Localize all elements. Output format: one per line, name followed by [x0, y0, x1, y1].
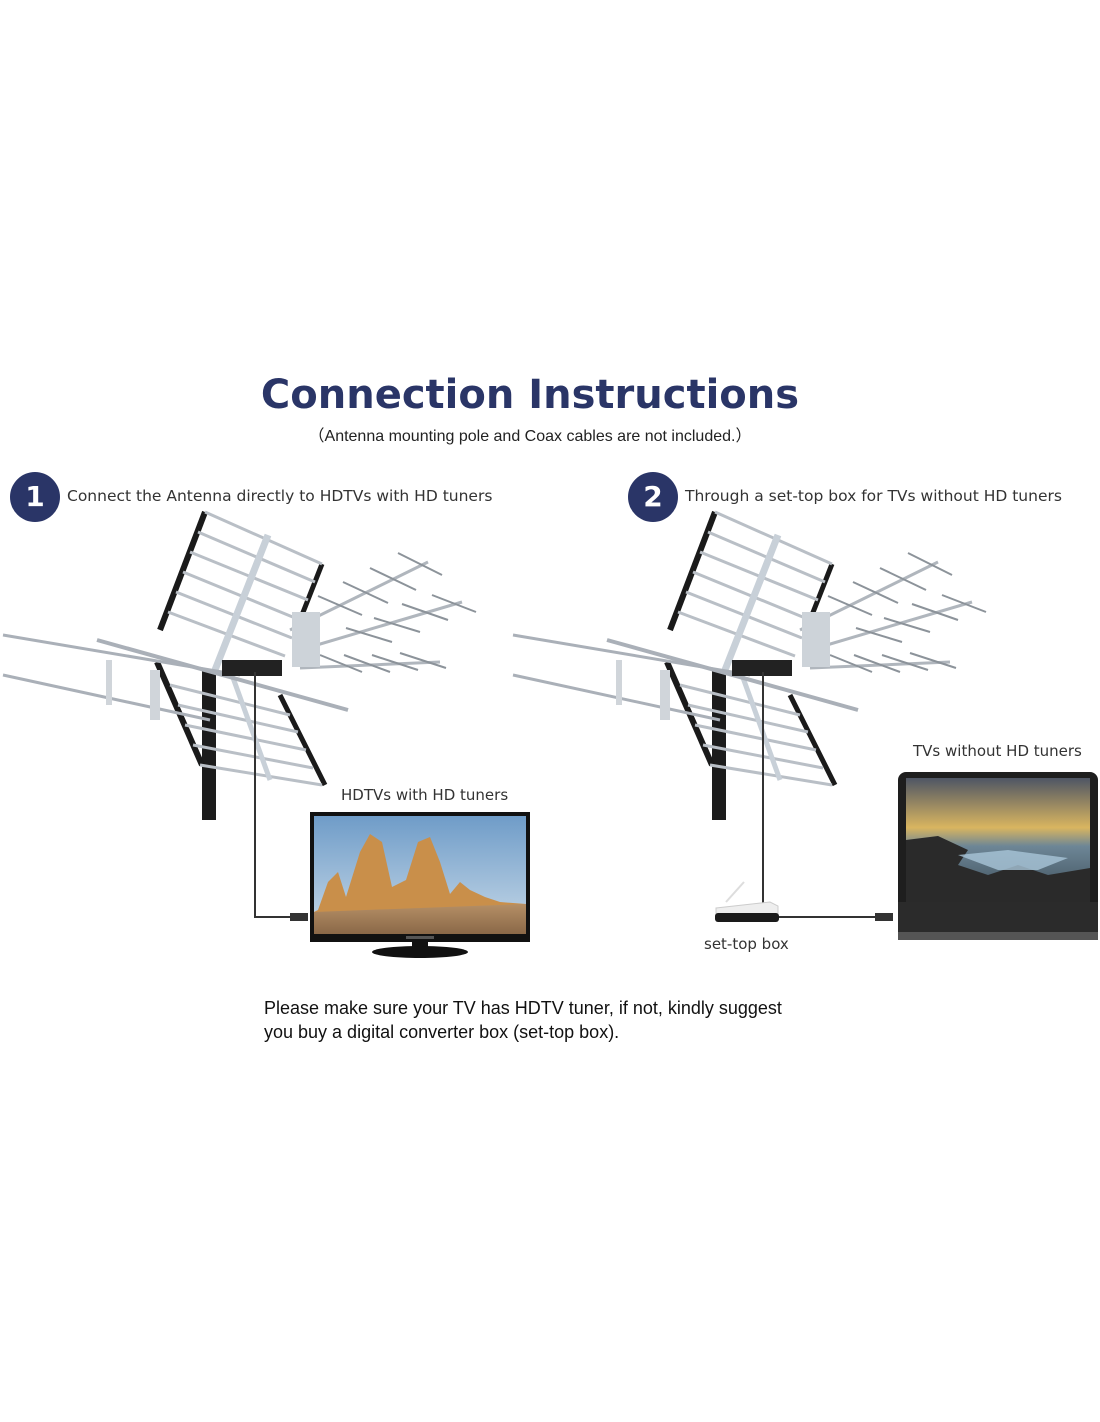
set-top-box-illustration	[715, 881, 779, 922]
tv-icon	[898, 772, 1098, 940]
antenna-icon	[2, 510, 477, 830]
non-hdtv-label: TVs without HD tuners	[913, 742, 1082, 760]
step-2-text: Through a set-top box for TVs without HD…	[685, 487, 1062, 505]
antenna-illustration-1	[2, 510, 477, 830]
crt-tv-illustration	[898, 772, 1098, 940]
page-title: Connection Instructions	[260, 372, 800, 418]
set-top-box-label: set-top box	[704, 935, 789, 953]
tuner-note-line-1: Please make sure your TV has HDTV tuner,…	[264, 998, 782, 1018]
tuner-note-line-2: you buy a digital converter box (set-top…	[264, 1022, 620, 1042]
hdtv-illustration	[310, 812, 530, 958]
step-1-badge: 1	[10, 472, 60, 522]
cable-1	[254, 820, 308, 921]
cable-2	[762, 820, 893, 921]
tuner-note: Please make sure your TV has HDTV tuner,…	[264, 996, 782, 1044]
step-1-text: Connect the Antenna directly to HDTVs wi…	[67, 487, 493, 505]
page-subtitle: （Antenna mounting pole and Coax cables a…	[308, 428, 752, 445]
set-top-box-icon	[715, 881, 779, 922]
tv-icon	[310, 812, 530, 958]
hdtv-label: HDTVs with HD tuners	[341, 786, 509, 804]
antenna-icon	[512, 510, 987, 830]
step-2-badge: 2	[628, 472, 678, 522]
antenna-illustration-2	[512, 510, 987, 830]
